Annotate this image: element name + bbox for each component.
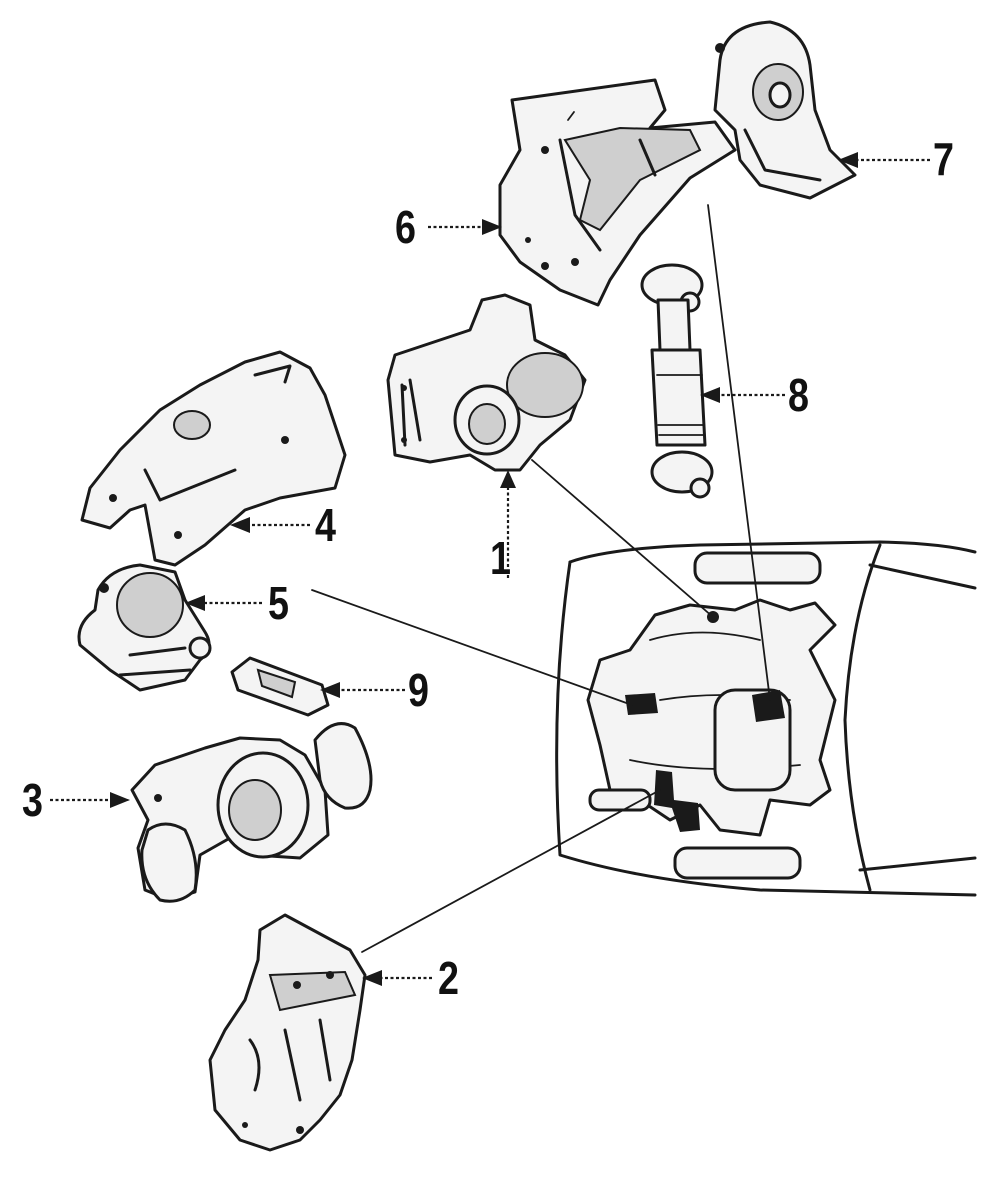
callout-6: 6 — [395, 201, 416, 253]
callout-8: 8 — [788, 369, 809, 421]
callout-5: 5 — [268, 577, 289, 629]
connection-lines — [311, 204, 771, 953]
part-1-main-mount — [386, 293, 587, 472]
vehicle-underbody-view — [555, 540, 977, 897]
callout-3: 3 — [22, 774, 43, 826]
leader-lines — [50, 152, 930, 986]
part-8-strut-rod — [640, 263, 714, 499]
part-7-mount — [713, 20, 857, 200]
part-3-bushing-mount — [130, 722, 373, 903]
part-2-bracket — [208, 913, 367, 1152]
callout-4: 4 — [315, 499, 336, 551]
callout-7: 7 — [933, 133, 954, 185]
part-9-plate — [230, 656, 330, 717]
callout-1: 1 — [490, 532, 511, 584]
part-4-bracket — [80, 350, 347, 567]
callout-2: 2 — [438, 952, 459, 1004]
callout-9: 9 — [408, 664, 429, 716]
part-5-mount — [77, 563, 212, 692]
part-6-bracket — [498, 78, 737, 307]
